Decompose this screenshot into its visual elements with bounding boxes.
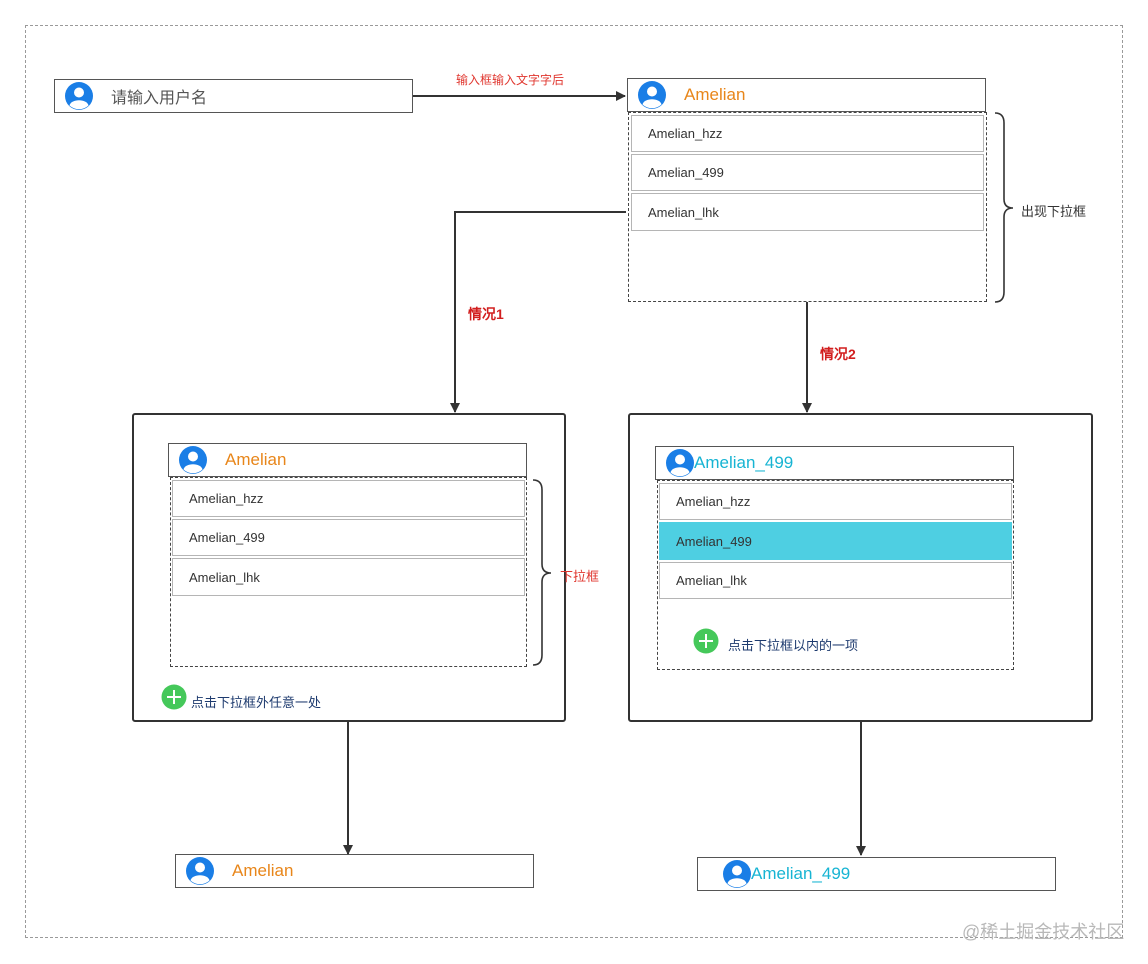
- user-avatar-icon: [179, 446, 207, 474]
- case2-label: 情况2: [820, 346, 856, 362]
- case2-action: 点击下拉框以内的一项: [728, 638, 859, 653]
- dropdown-item[interactable]: Amelian_lhk: [659, 562, 1012, 599]
- case2-input-value: Amelian_499: [694, 453, 794, 472]
- watermark: @稀土掘金技术社区: [962, 922, 1125, 942]
- dropdown-item[interactable]: Amelian_lhk: [172, 558, 525, 596]
- case2-result-value: Amelian_499: [751, 864, 851, 883]
- dropdown-item[interactable]: Amelian_lhk: [631, 193, 984, 231]
- arrow-case1: [450, 211, 626, 413]
- typed-input[interactable]: Amelian: [627, 78, 986, 112]
- dropdown-item-selected[interactable]: Amelian_499: [659, 522, 1012, 560]
- dropdown-item[interactable]: Amelian_hzz: [631, 115, 984, 152]
- user-avatar-icon: [186, 857, 214, 885]
- case1-input-value: Amelian: [225, 450, 287, 469]
- diagram-frame: [25, 25, 1123, 938]
- plus-circle-icon: [693, 628, 719, 654]
- dropdown-item[interactable]: Amelian_hzz: [659, 483, 1012, 520]
- brace-top: [994, 112, 1014, 303]
- case1-action: 点击下拉框外任意一处: [191, 695, 322, 710]
- case1-input[interactable]: Amelian: [168, 443, 527, 477]
- brace-label: 出现下拉框: [1021, 204, 1087, 219]
- username-input[interactable]: 请输入用户名: [54, 79, 413, 113]
- username-placeholder: 请输入用户名: [111, 90, 208, 107]
- typed-input-value: Amelian: [684, 85, 746, 104]
- case1-brace-label: 下拉框: [560, 569, 600, 584]
- dropdown-item[interactable]: Amelian_hzz: [172, 480, 525, 517]
- dropdown-item[interactable]: Amelian_499: [172, 519, 525, 556]
- case2-input[interactable]: Amelian_499: [655, 446, 1014, 480]
- user-avatar-icon: [723, 860, 751, 888]
- user-avatar-icon: [638, 81, 666, 109]
- case1-label: 情况1: [468, 306, 504, 322]
- case1-result-value: Amelian: [232, 861, 294, 880]
- case1-result-input[interactable]: Amelian: [175, 854, 534, 888]
- dropdown-item[interactable]: Amelian_499: [631, 154, 984, 191]
- user-avatar-icon: [666, 449, 694, 477]
- brace-case1: [532, 479, 552, 666]
- user-avatar-icon: [65, 82, 93, 110]
- plus-circle-icon: [161, 684, 187, 710]
- step-label: 输入框输入文字字后: [456, 73, 565, 87]
- case2-result-input[interactable]: Amelian_499: [697, 857, 1056, 891]
